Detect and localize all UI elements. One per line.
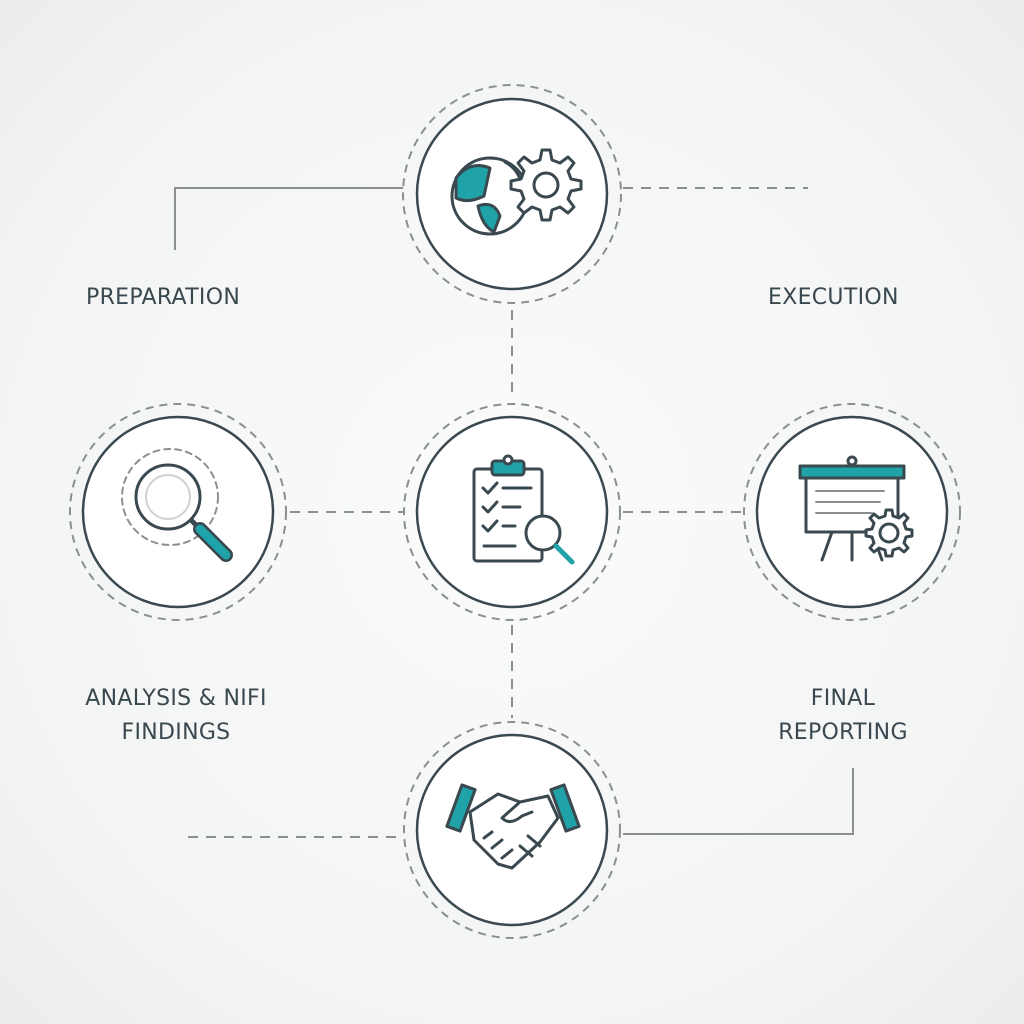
gear-icon — [509, 148, 583, 222]
label-execution: EXECUTION — [768, 285, 899, 310]
label-analysis-findings: ANALYSIS & NIFI FINDINGS — [76, 682, 276, 750]
handshake-icon — [445, 783, 581, 870]
label-final-reporting: FINAL REPORTING — [768, 682, 918, 750]
connector-preparation — [174, 187, 403, 250]
final-reporting-node — [403, 721, 621, 939]
label-preparation: PREPARATION — [86, 285, 241, 310]
presentation-board-gear-icon — [798, 455, 914, 562]
gear-icon — [864, 508, 914, 558]
label-final-line1: FINAL — [810, 686, 876, 711]
connectors — [174, 187, 854, 838]
magnifying-glass-icon — [121, 448, 233, 562]
preparation-node — [402, 84, 622, 304]
globe-gear-icon — [450, 148, 583, 236]
label-final-line2: REPORTING — [778, 720, 908, 745]
label-analysis-line2: FINDINGS — [121, 720, 231, 745]
analysis-node — [69, 403, 287, 621]
label-analysis-line1: ANALYSIS & NIFI — [85, 686, 267, 711]
center-node — [403, 403, 621, 621]
connector-final-reporting — [623, 768, 854, 835]
checklist-magnifier-icon — [472, 454, 575, 565]
execution-node — [743, 403, 961, 621]
